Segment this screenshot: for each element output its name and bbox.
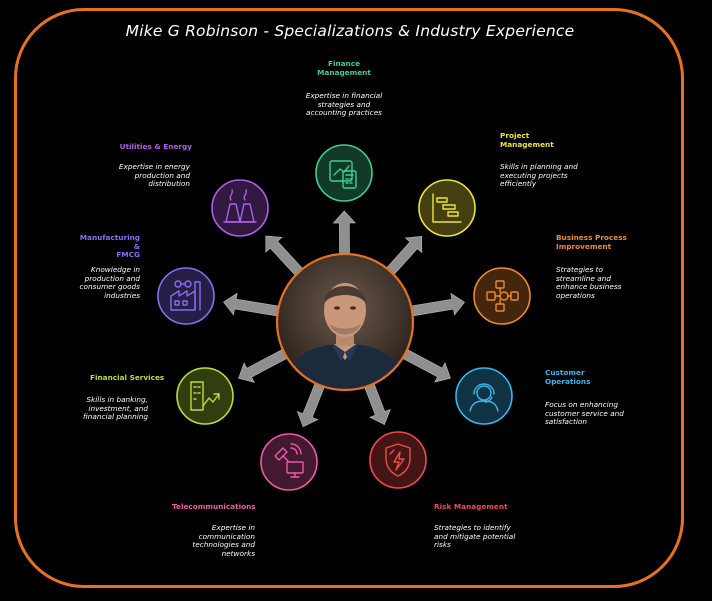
arrow-customer [398,347,451,383]
node-label-risk: Risk Management [434,502,508,511]
node-label-finserv: Financial Services [90,373,165,382]
node-desc-finserv: Skills in banking, investment, and finan… [83,395,148,421]
node-label-bpi: Business Process Improvement [556,233,627,251]
node-desc-telecom: Expertise in communication technologies … [192,523,255,558]
node-desc-finance: Expertise in financial strategies and ac… [305,91,383,117]
node-customer [455,367,513,425]
node-project [418,179,476,237]
node-label-telecom: Telecommunications [172,502,256,511]
gantt-chart-icon [432,193,462,223]
arrow-utilities [265,235,306,279]
node-bpi [473,267,531,325]
node-label-finance: Finance Management [317,59,371,77]
node-desc-risk: Strategies to identify and mitigate pote… [434,523,516,549]
node-desc-bpi: Strategies to streamline and enhance bus… [556,265,622,300]
node-desc-manufacturing: Knowledge in production and consumer goo… [79,265,140,300]
satellite-monitor-icon [274,443,304,478]
node-circle [418,179,476,237]
node-finserv [176,367,234,425]
outer-frame [14,8,684,588]
arrow-finance [332,210,357,259]
power-plant-icon [223,189,257,223]
headset-agent-icon [469,383,499,412]
node-utilities [211,179,269,237]
diagram-title: Mike G Robinson - Specializations & Indu… [125,22,575,40]
arrow-bpi [406,292,465,317]
arrow-project [383,235,423,279]
node-desc-customer: Focus on enhancing customer service and … [545,400,624,426]
node-circle [157,267,215,325]
portrait-photo [283,283,407,390]
arrow-telecom [296,379,327,428]
node-risk [369,431,427,489]
arrow-finserv [238,347,292,383]
process-flow-icon [486,280,519,312]
arrow-risk [362,379,391,425]
center-portrait [275,252,415,392]
node-finance [315,144,373,202]
calculator-chart-icon [329,160,357,189]
node-telecom [260,433,318,491]
building-growth-icon [190,381,220,411]
node-label-customer: Customer Operations [545,368,591,386]
node-circle [315,144,373,202]
node-circle [455,367,513,425]
connector-arrows [223,210,465,428]
node-label-manufacturing: Manufacturing & FMCG [79,233,140,259]
factory-icon [170,280,201,311]
node-label-project: Project Management [500,131,554,149]
arrow-manufacturing [223,292,283,317]
node-circle [369,431,427,489]
node-circle [176,367,234,425]
node-circle [473,267,531,325]
node-circle [211,179,269,237]
shield-bolt-icon [385,443,411,477]
node-manufacturing [157,267,215,325]
node-desc-utilities: Expertise in energy production and distr… [118,162,190,188]
node-desc-project: Skills in planning and executing project… [500,162,578,188]
node-label-utilities: Utilities & Energy [119,142,192,151]
